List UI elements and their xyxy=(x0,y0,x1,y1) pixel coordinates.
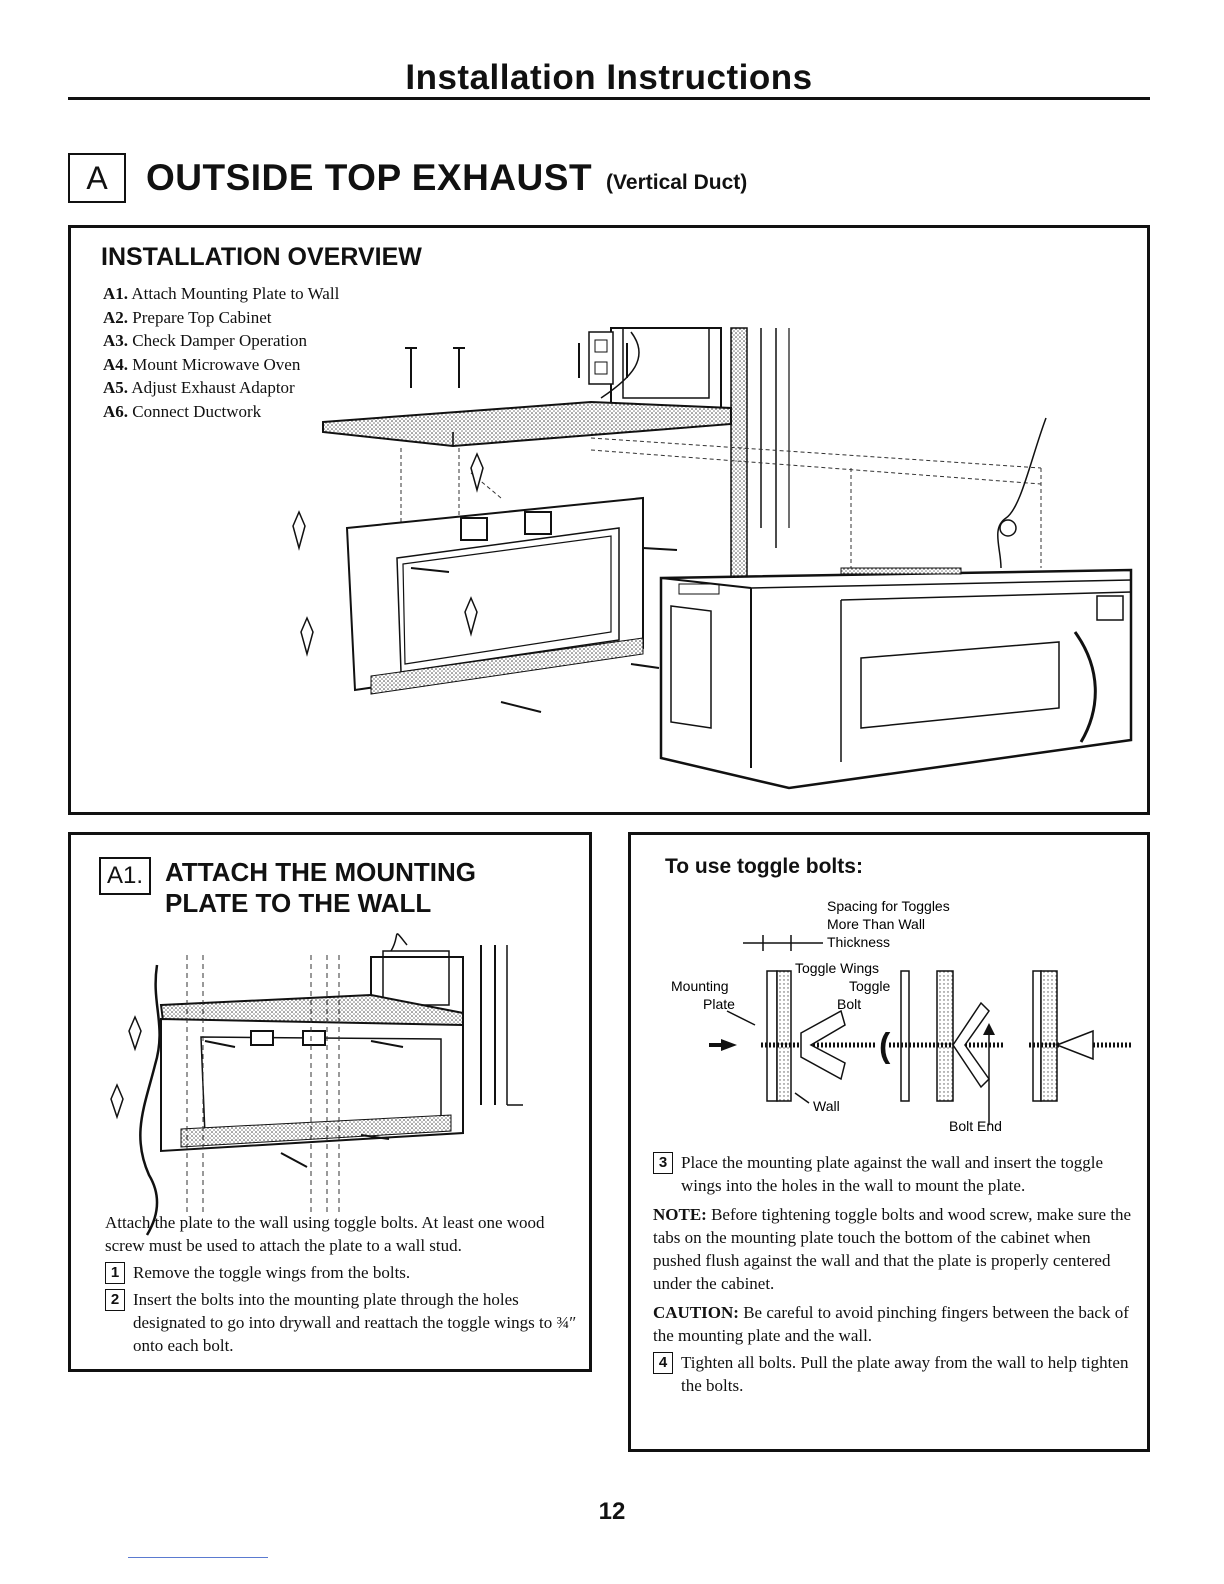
overview-illustration xyxy=(292,327,1133,790)
page-title: Installation Instructions xyxy=(405,58,813,97)
outlet-icon xyxy=(588,331,614,385)
note-paragraph: NOTE: Before tightening toggle bolts and… xyxy=(653,1205,1132,1293)
installation-overview-panel: INSTALLATION OVERVIEW A1. Attach Mountin… xyxy=(68,225,1150,815)
step-text: Remove the toggle wings from the bolts. xyxy=(133,1263,411,1282)
section-subtitle: (Vertical Duct) xyxy=(606,171,748,194)
overview-step-list: A1. Attach Mounting Plate to Wall A2. Pr… xyxy=(103,282,339,423)
microwave-oven xyxy=(659,568,1133,790)
mounting-plate-illustration xyxy=(110,933,523,1236)
arrow-icon xyxy=(721,1039,737,1051)
step-3: 3 Place the mounting plate against the w… xyxy=(653,1151,1139,1197)
page-number: 12 xyxy=(598,1498,626,1525)
label-bolt-end: Bolt End xyxy=(949,1118,1002,1134)
footer-rule xyxy=(128,1557,268,1558)
list-item: A1. Attach Mounting Plate to Wall xyxy=(103,284,340,303)
section-heading: A OUTSIDE TOP EXHAUST (Vertical Duct) xyxy=(68,150,747,206)
wall-stud xyxy=(730,327,748,609)
label-wall: Wall xyxy=(813,1098,840,1114)
label-plate: Plate xyxy=(703,996,735,1012)
list-item: A2. Prepare Top Cabinet xyxy=(103,307,272,327)
a1-step-box: A1. xyxy=(99,857,152,895)
step-number-box: 1 xyxy=(105,1262,125,1284)
list-item: A5. Adjust Exhaust Adaptor xyxy=(103,378,295,397)
label-toggle: Toggle xyxy=(849,978,890,994)
step-2: 2 Insert the bolts into the mounting pla… xyxy=(105,1288,585,1357)
list-item: A4. Mount Microwave Oven xyxy=(103,354,301,374)
step-text: Place the mounting plate against the wal… xyxy=(681,1153,1104,1195)
caution-paragraph: CAUTION: Be careful to avoid pinching fi… xyxy=(653,1303,1129,1345)
toggle-instructions: 3 Place the mounting plate against the w… xyxy=(653,1147,1139,1397)
label-bolt: Bolt xyxy=(837,996,861,1012)
list-item: A6. Connect Ductwork xyxy=(103,401,262,421)
toggle-bolt-illustration: Spacing for Toggles More Than Wall Thick… xyxy=(671,898,1131,1134)
toggle-heading: To use toggle bolts: xyxy=(665,855,863,878)
svg-text:(: ( xyxy=(879,1027,891,1065)
title-rule xyxy=(68,97,1150,100)
section-letter-box: A xyxy=(68,153,126,203)
a1-intro: Attach the plate to the wall using toggl… xyxy=(105,1213,545,1255)
attach-mounting-plate-panel: A1. ATTACH THE MOUNTING PLATE TO THE WAL… xyxy=(68,832,592,1372)
label-spacing-1: Spacing for Toggles xyxy=(827,898,950,914)
label-mounting: Mounting xyxy=(671,978,729,994)
a1-title: ATTACH THE MOUNTING PLATE TO THE WALL xyxy=(165,857,477,918)
label-spacing-2: More Than Wall xyxy=(827,916,925,932)
step-text: Insert the bolts into the mounting plate… xyxy=(133,1290,577,1355)
section-title: OUTSIDE TOP EXHAUST xyxy=(146,157,593,198)
label-toggle-wings: Toggle Wings xyxy=(795,960,879,976)
step-4: 4 Tighten all bolts. Pull the plate away… xyxy=(653,1351,1139,1397)
step-number-box: 3 xyxy=(653,1152,673,1174)
step-number-box: 2 xyxy=(105,1289,125,1311)
list-item: A3. Check Damper Operation xyxy=(103,331,307,350)
step-text: Tighten all bolts. Pull the plate away f… xyxy=(681,1353,1129,1395)
overview-heading: INSTALLATION OVERVIEW xyxy=(101,243,422,271)
cabinet-bottom xyxy=(322,400,732,448)
step-number-box: 4 xyxy=(653,1352,673,1374)
toggle-bolts-panel: Spacing for Toggles More Than Wall Thick… xyxy=(628,832,1150,1452)
a1-instructions: Attach the plate to the wall using toggl… xyxy=(105,1211,585,1357)
step-1: 1 Remove the toggle wings from the bolts… xyxy=(105,1261,585,1284)
label-spacing-3: Thickness xyxy=(827,934,890,950)
a1-heading: A1. ATTACH THE MOUNTING PLATE TO THE WAL… xyxy=(99,857,476,919)
